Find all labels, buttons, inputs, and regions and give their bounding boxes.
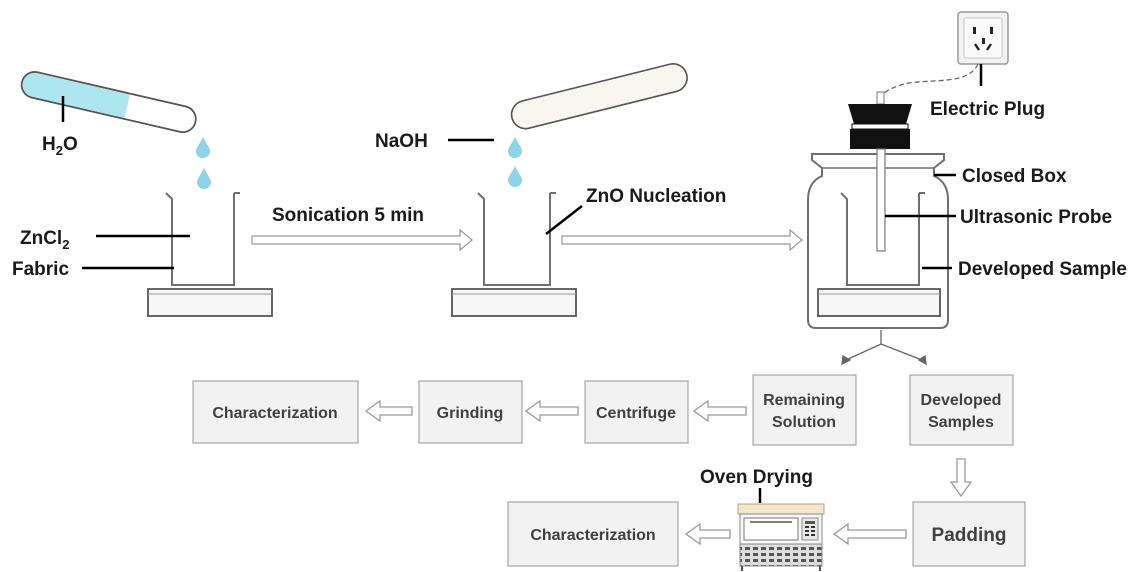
sonication-label: Sonication 5 min [272,205,424,226]
arrow-remaining-to-centrifuge [692,399,747,423]
characterization-bottom-box: Characterization [507,501,679,567]
remaining-solution-line2: Solution [772,414,836,431]
arrow-padding-to-oven [832,522,907,546]
oven [737,503,825,571]
naoh-label: NaOH [375,131,428,152]
developed-sample-label: Developed Sample [958,259,1127,280]
beaker-2 [477,192,556,286]
naoh-drop [508,137,522,158]
stirrer-plate-1 [147,288,273,317]
characterization-top-label: Characterization [212,405,337,422]
split-connector [841,330,927,366]
developed-samples-line2: Samples [928,414,994,431]
water-drop [197,168,211,189]
fabric-label: Fabric [12,259,69,280]
stirrer-plate-2 [451,288,577,317]
padding-box: Padding [912,501,1026,567]
grinding-label: Grinding [437,405,504,422]
h2o-label: H2O [42,134,78,158]
ultrasonic-probe [848,91,912,252]
characterization-bottom-label: Characterization [530,527,655,544]
oven-drying-label: Oven Drying [700,467,813,488]
water-test-tube [20,71,197,133]
water-drop [196,137,210,158]
electric-socket [957,11,1009,65]
electric-plug-label: Electric Plug [930,99,1045,120]
padding-label: Padding [932,525,1007,546]
power-cable [879,63,979,99]
characterization-top-box: Characterization [192,380,359,444]
stirrer-plate-3 [817,288,941,317]
arrow-oven-to-characterization [684,522,731,546]
grinding-box: Grinding [418,380,523,444]
arrow-developed-to-padding [949,458,973,498]
naoh-drop [508,166,522,187]
zncl2-label: ZnCl2 [20,228,69,252]
ultrasonic-probe-label: Ultrasonic Probe [960,207,1112,228]
developed-samples-box: Developed Samples [909,374,1014,446]
zno-nucleation-leader [545,205,583,235]
naoh-test-tube [510,63,688,130]
centrifuge-box: Centrifuge [584,380,689,444]
closed-box-label: Closed Box [962,166,1067,187]
arrow-grinding-to-characterization [364,399,413,423]
zno-nucleation-label: ZnO Nucleation [586,186,726,207]
stage-2: NaOH ZnO Nucleation [375,63,726,317]
arrow-stage1-to-stage2 [251,228,474,252]
arrow-stage2-to-stage3 [561,228,804,252]
stage-1: H2O ZnCl2 Fabric [12,71,273,317]
stage-3: Electric Plug Closed Box Ultrasoni [807,11,1127,329]
developed-samples-line1: Developed [921,392,1002,409]
centrifuge-label: Centrifuge [596,405,676,422]
remaining-solution-line1: Remaining [763,392,845,409]
beaker-1 [165,192,240,286]
remaining-solution-box: Remaining Solution [752,374,857,446]
arrow-centrifuge-to-grinding [524,399,579,423]
